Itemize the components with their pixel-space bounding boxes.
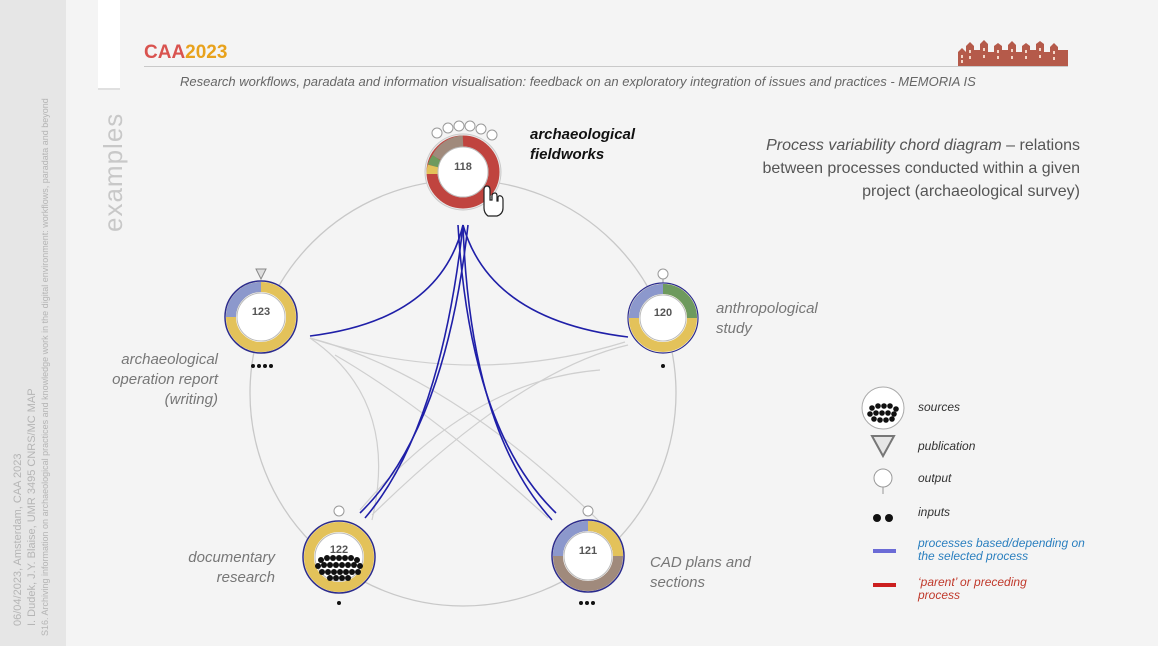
legend-publication-icon <box>870 435 896 459</box>
header-rule <box>144 66 1068 67</box>
other-chords <box>309 337 629 523</box>
chord-122-120 <box>359 369 601 511</box>
node-id-122: 122 <box>330 544 348 556</box>
node-121[interactable]: 121 <box>551 505 625 605</box>
legend-output: output <box>918 471 952 485</box>
hand-cursor-icon <box>483 185 504 217</box>
legend-publication: publication <box>918 439 976 453</box>
legend-inputs-icon <box>873 514 881 522</box>
legend-graphics <box>861 386 905 587</box>
chord-118-120 <box>462 224 629 338</box>
chord-118-121 <box>462 224 553 521</box>
chord-120-122 <box>371 344 629 516</box>
node-120[interactable]: 120 <box>627 268 699 368</box>
chord-123-121 <box>309 337 601 523</box>
node-122[interactable]: 122 <box>302 505 376 605</box>
chord-123-121b <box>334 354 549 519</box>
diagram-description: Process variability chord diagram – rela… <box>762 137 1080 200</box>
chord-118-123 <box>309 224 464 337</box>
slide-subtitle: Research workflows, paradata and informa… <box>180 74 976 89</box>
node-id-118: 118 <box>454 161 472 173</box>
chord-123-120 <box>309 337 626 366</box>
legend-output-icon <box>873 468 893 488</box>
node-id-123: 123 <box>252 306 270 318</box>
node-id-120: 120 <box>654 307 672 319</box>
chord-118-122b <box>359 224 469 514</box>
node-123[interactable]: 123 <box>224 268 298 368</box>
legend-sources: sources <box>918 400 961 414</box>
chord-118-121b <box>457 224 557 514</box>
amsterdam-skyline-icon <box>958 40 1068 66</box>
selected-chords <box>309 224 629 521</box>
chord-123-122 <box>309 337 380 521</box>
node-id-121: 121 <box>579 545 597 557</box>
node-118[interactable]: 118 <box>424 120 502 211</box>
legend-inputs: inputs <box>918 505 951 519</box>
caa-logo: CAA2023 <box>144 42 228 63</box>
side-panel <box>0 0 66 646</box>
chord-118-122 <box>364 224 464 519</box>
slide-tab <box>98 0 120 90</box>
